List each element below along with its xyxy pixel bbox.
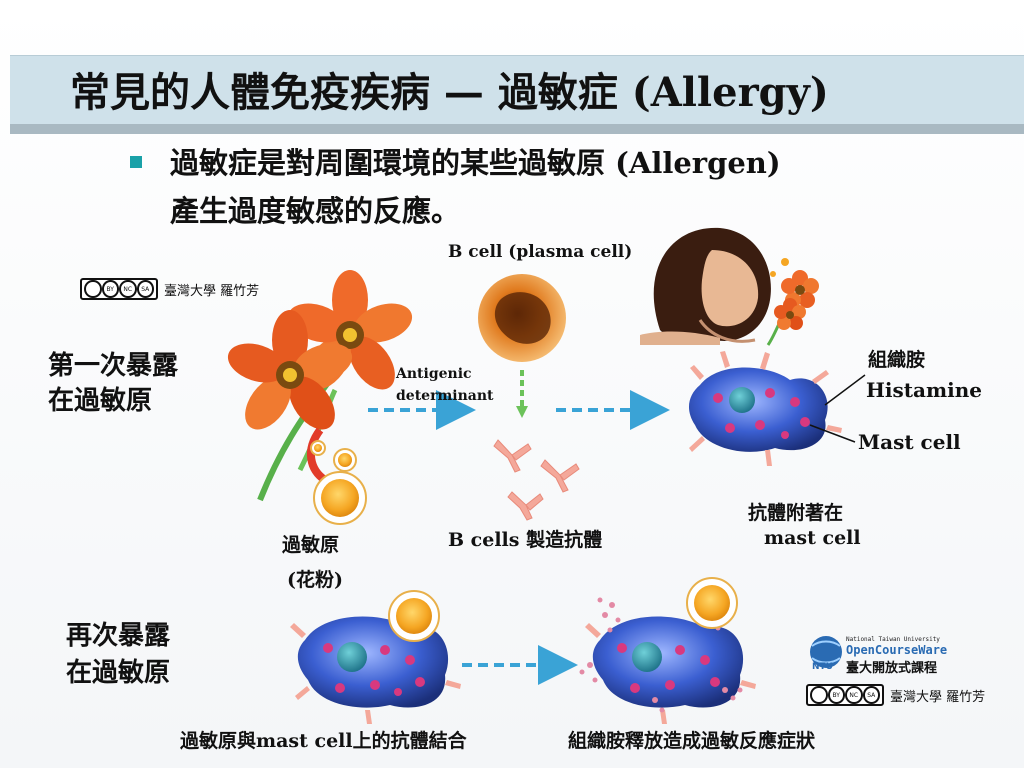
label-second-exposure-2: 在過敏原 — [66, 658, 171, 688]
label-allergen: 過敏原 — [282, 534, 340, 556]
label-first-exposure-2: 在過敏原 — [48, 386, 153, 416]
by-icon: BY — [827, 686, 845, 704]
woman-smelling-flower — [640, 227, 819, 346]
histamine-pointer — [824, 374, 866, 406]
bullet-marker — [130, 156, 142, 168]
cc-license-icons-bottom: BY NC SA — [806, 684, 884, 706]
cc-license-icons: cc-icon BY NC SA — [80, 278, 158, 300]
bullet-text-line-1: 過敏症是對周圍環境的某些過敏原 (Allergen) — [170, 146, 781, 180]
label-antibody-attach-1: 抗體附著在 — [748, 502, 844, 524]
cc-license-badge-top: cc-icon BY NC SA 臺灣大學 羅竹芳 — [80, 278, 259, 300]
pollen-grains — [310, 440, 367, 525]
title-bar-shadow — [10, 124, 1024, 134]
ocw-name: OpenCourseWare — [846, 643, 948, 657]
label-b-cell-plasma: B cell (plasma cell) — [448, 242, 633, 262]
flower-illustration — [227, 270, 413, 502]
ntu-ocw-logo-icon — [810, 636, 842, 668]
mast-cell-1 — [688, 351, 842, 466]
credit-text-bottom: 臺灣大學 羅竹芳 — [890, 689, 986, 705]
nc-icon: NC — [845, 686, 863, 704]
cc-icon: cc-icon — [84, 280, 102, 298]
label-b-cells-make-antibody: B cells 製造抗體 — [448, 529, 603, 551]
b-cell — [478, 274, 566, 362]
mast-cell-3 — [579, 577, 756, 724]
label-pollen: (花粉) — [287, 569, 343, 591]
bullet-text-line-2: 產生過度敏感的反應。 — [170, 194, 461, 228]
label-determinant: determinant — [396, 388, 494, 404]
label-second-exposure-1: 再次暴露 — [66, 621, 171, 651]
cc-icon — [810, 686, 828, 704]
label-histamine-en: Histamine — [866, 378, 982, 402]
label-antigenic: Antigenic — [396, 366, 472, 382]
ocw-chinese-name: 臺大開放式課程 — [846, 661, 938, 676]
mast-cell-2 — [290, 590, 461, 724]
ntu-ocw-logo: National Taiwan University OpenCourseWar… — [846, 636, 947, 676]
by-icon: BY — [101, 280, 119, 298]
label-histamine-cn: 組織胺 — [868, 349, 926, 371]
ntu-logo-text: NTU — [812, 662, 833, 672]
nc-icon: NC — [119, 280, 137, 298]
title-bar — [10, 55, 1024, 126]
label-first-exposure-1: 第一次暴露 — [48, 351, 179, 381]
sa-icon: SA — [862, 686, 880, 704]
cc-license-badge-bottom: BY NC SA 臺灣大學 羅竹芳 — [806, 684, 985, 706]
sa-icon: SA — [136, 280, 154, 298]
credit-text-top: 臺灣大學 羅竹芳 — [164, 283, 260, 299]
label-antibody-attach-2: mast cell — [764, 527, 861, 549]
mastcell-pointer — [809, 424, 856, 443]
label-mast-cell: Mast cell — [858, 430, 961, 454]
slide-title: 常見的人體免疫疾病 — 過敏症 (Allergy) — [70, 69, 829, 116]
caption-allergen-binding: 過敏原與mast cell上的抗體結合 — [180, 730, 467, 752]
antibodies — [493, 439, 580, 521]
caption-histamine-release: 組織胺釋放造成過敏反應症狀 — [568, 730, 816, 752]
ocw-university-name: National Taiwan University — [846, 636, 940, 643]
